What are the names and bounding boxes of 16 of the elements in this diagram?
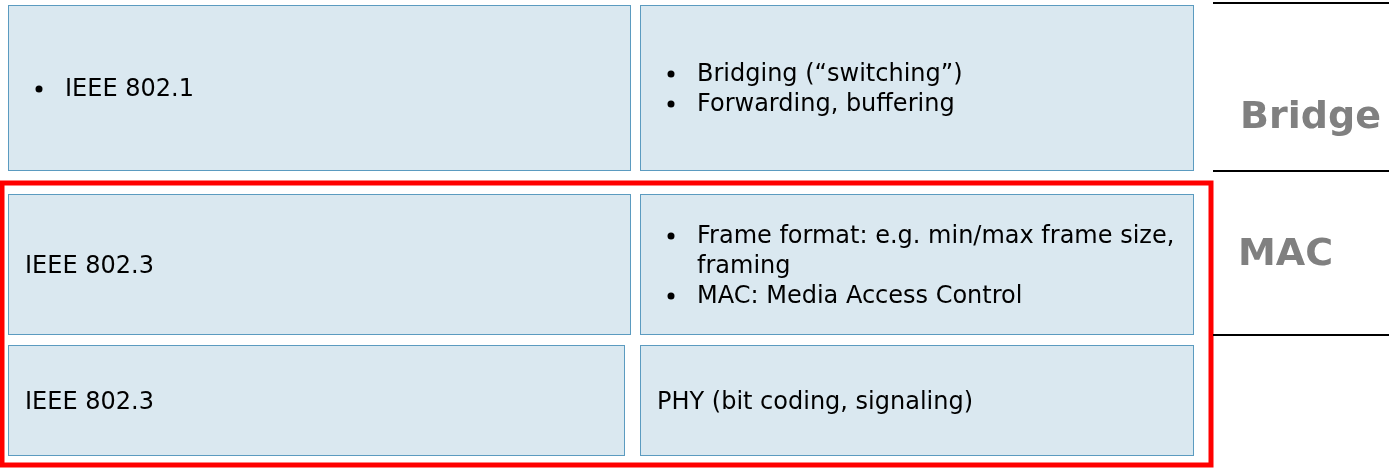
bullet-item: Forwarding, buffering xyxy=(697,88,1179,118)
bullet-item: IEEE 802.1 xyxy=(65,73,616,103)
bullet-item: Frame format: e.g. min/max frame size, framing xyxy=(697,219,1179,280)
layer-box xyxy=(640,345,1194,456)
layer-box xyxy=(8,345,625,456)
layer-box xyxy=(8,194,631,335)
layer-box xyxy=(8,5,631,171)
box-text: PHY (bit coding, signaling) xyxy=(657,385,975,416)
box-text: IEEE 802.3 xyxy=(25,249,155,280)
layer-label: MAC xyxy=(1238,230,1334,274)
layer-box xyxy=(640,5,1194,171)
layer-box xyxy=(640,194,1194,335)
bullet-item: MAC: Media Access Control xyxy=(697,279,1179,310)
bullet-item: Bridging (“switching”) xyxy=(697,58,1179,88)
box-text: IEEE 802.3 xyxy=(25,385,155,416)
layer-label: Bridge xyxy=(1240,93,1381,137)
